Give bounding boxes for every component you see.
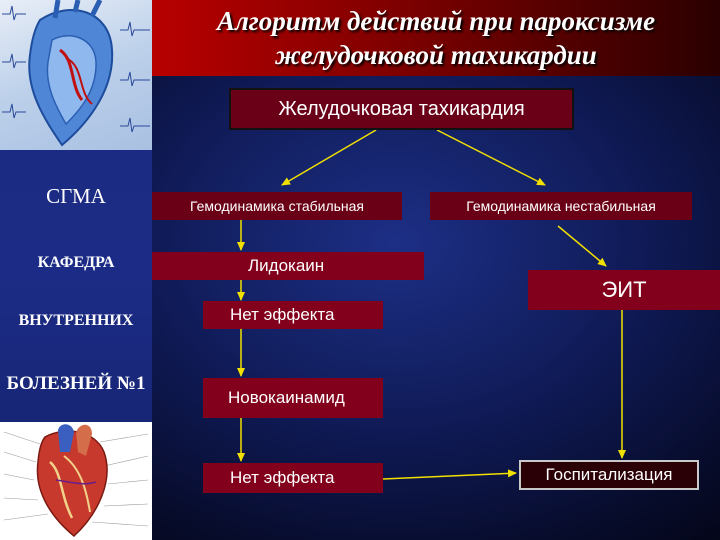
sidebar-text-3: ВНУТРЕННИХ (18, 312, 134, 329)
sidebar-text-1: СГМА (46, 184, 106, 208)
title-banner (152, 0, 720, 76)
title-line-1: Алгоритм действий при пароксизме (216, 6, 656, 36)
node-eit: ЭИТ (528, 270, 720, 310)
arrow-top-to-unstable (436, 129, 546, 186)
arrow-unstable-to-eit (557, 225, 607, 267)
node-hospitalization: Госпитализация (519, 460, 699, 490)
node-ventricular-tachycardia: Желудочковая тахикардия (229, 88, 574, 130)
node-no-effect-2: Нет эффекта (203, 463, 383, 493)
sidebar-text-4: БОЛЕЗНЕЙ №1 (6, 373, 146, 394)
title-line-2: желудочковой тахикардии (275, 40, 597, 70)
arrow-noeffect-to-hospitalization (382, 469, 517, 480)
arrow-top-to-stable (281, 129, 377, 186)
node-no-effect-1: Нет эффекта (203, 301, 383, 329)
heart-illustration-bottom (0, 422, 152, 540)
page-title: Алгоритм действий при пароксизме желудоч… (152, 4, 720, 72)
node-hemodynamics-unstable: Гемодинамика нестабильная (430, 192, 692, 220)
node-hemodynamics-stable: Гемодинамика стабильная (152, 192, 402, 220)
heart-illustration-top (0, 0, 152, 150)
sidebar-text-2: КАФЕДРА (37, 254, 115, 271)
node-novocainamide: Новокаинамид (203, 378, 383, 418)
node-lidocaine: Лидокаин (152, 252, 424, 280)
